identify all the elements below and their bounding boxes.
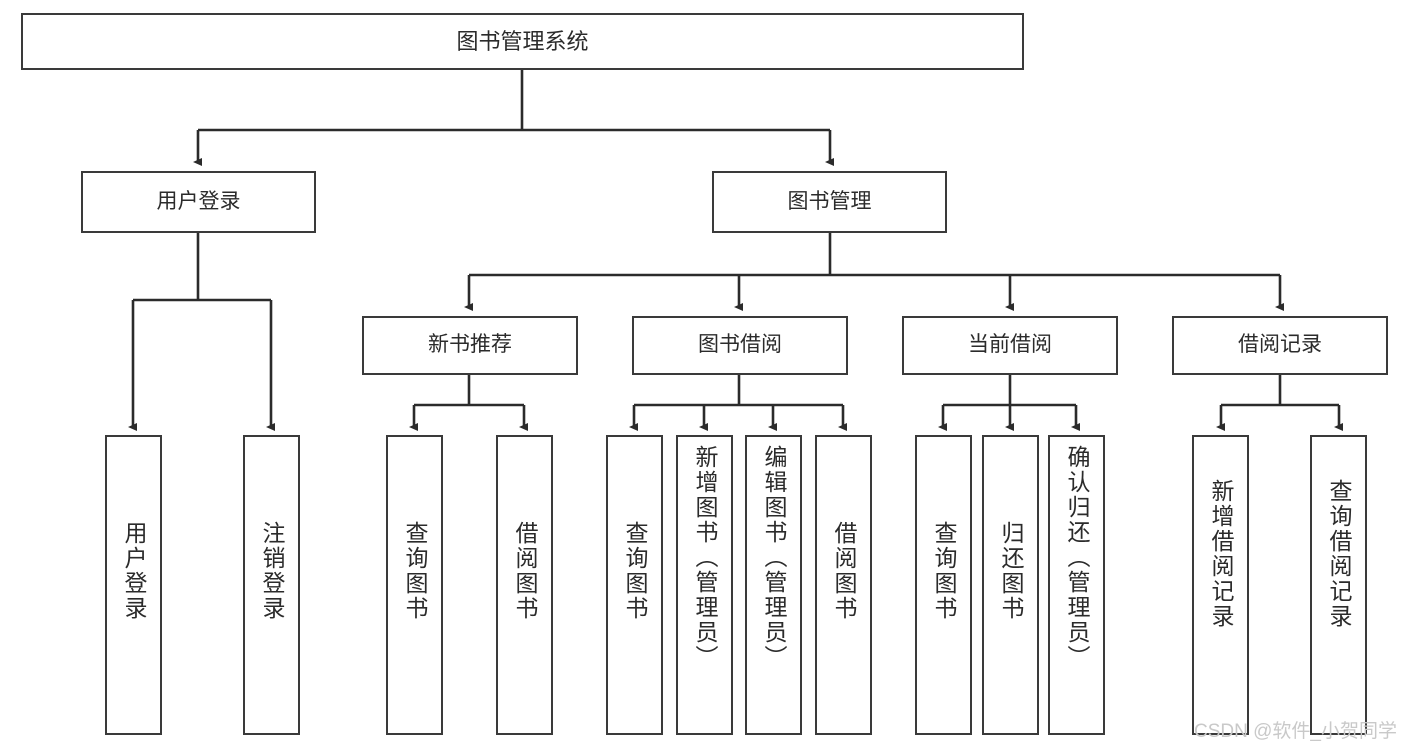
leaf-label: 借阅图书 xyxy=(831,521,857,621)
node-book-borrow[interactable]: 图书借阅 xyxy=(632,316,848,375)
leaf-book-borrow-2[interactable]: 编辑图书（管理员） xyxy=(745,435,802,735)
leaf-label: 查询图书 xyxy=(931,521,957,621)
node-user-login[interactable]: 用户登录 xyxy=(81,171,316,233)
node-borrow-record[interactable]: 借阅记录 xyxy=(1172,316,1388,375)
leaf-book-borrow-1[interactable]: 新增图书（管理员） xyxy=(676,435,733,735)
leaf-user-login-0[interactable]: 用户登录 xyxy=(105,435,162,735)
node-label: 用户登录 xyxy=(156,189,241,213)
node-label: 新书推荐 xyxy=(428,333,512,357)
leaf-new-book-rec-1[interactable]: 借阅图书 xyxy=(496,435,553,735)
leaf-label: 查询图书 xyxy=(402,521,428,621)
leaf-new-book-rec-0[interactable]: 查询图书 xyxy=(386,435,443,735)
leaf-label: 确认归还（管理员） xyxy=(1064,445,1090,670)
leaf-borrow-record-0[interactable]: 新增借阅记录 xyxy=(1192,435,1249,735)
node-label: 图书管理 xyxy=(787,189,872,213)
node-root-system[interactable]: 图书管理系统 xyxy=(21,13,1024,70)
node-new-book-recommend[interactable]: 新书推荐 xyxy=(362,316,578,375)
leaf-book-borrow-0[interactable]: 查询图书 xyxy=(606,435,663,735)
leaf-label: 归还图书 xyxy=(998,521,1024,621)
leaf-user-login-1[interactable]: 注销登录 xyxy=(243,435,300,735)
leaf-label: 查询图书 xyxy=(622,521,648,621)
leaf-book-borrow-3[interactable]: 借阅图书 xyxy=(815,435,872,735)
leaf-label: 用户登录 xyxy=(121,521,147,621)
node-current-borrow[interactable]: 当前借阅 xyxy=(902,316,1118,375)
node-label: 当前借阅 xyxy=(968,333,1052,357)
leaf-current-borrow-0[interactable]: 查询图书 xyxy=(915,435,972,735)
leaf-label: 编辑图书（管理员） xyxy=(761,445,787,670)
leaf-label: 注销登录 xyxy=(259,521,285,621)
leaf-current-borrow-2[interactable]: 确认归还（管理员） xyxy=(1048,435,1105,735)
leaf-label: 新增借阅记录 xyxy=(1208,479,1234,629)
node-label: 借阅记录 xyxy=(1238,333,1322,357)
leaf-borrow-record-1[interactable]: 查询借阅记录 xyxy=(1310,435,1367,735)
leaf-label: 查询借阅记录 xyxy=(1326,479,1352,629)
leaf-label: 新增图书（管理员） xyxy=(692,445,718,670)
node-book-management[interactable]: 图书管理 xyxy=(712,171,947,233)
leaf-label: 借阅图书 xyxy=(512,521,538,621)
leaf-current-borrow-1[interactable]: 归还图书 xyxy=(982,435,1039,735)
node-label: 图书借阅 xyxy=(698,333,782,357)
node-label: 图书管理系统 xyxy=(456,28,589,54)
